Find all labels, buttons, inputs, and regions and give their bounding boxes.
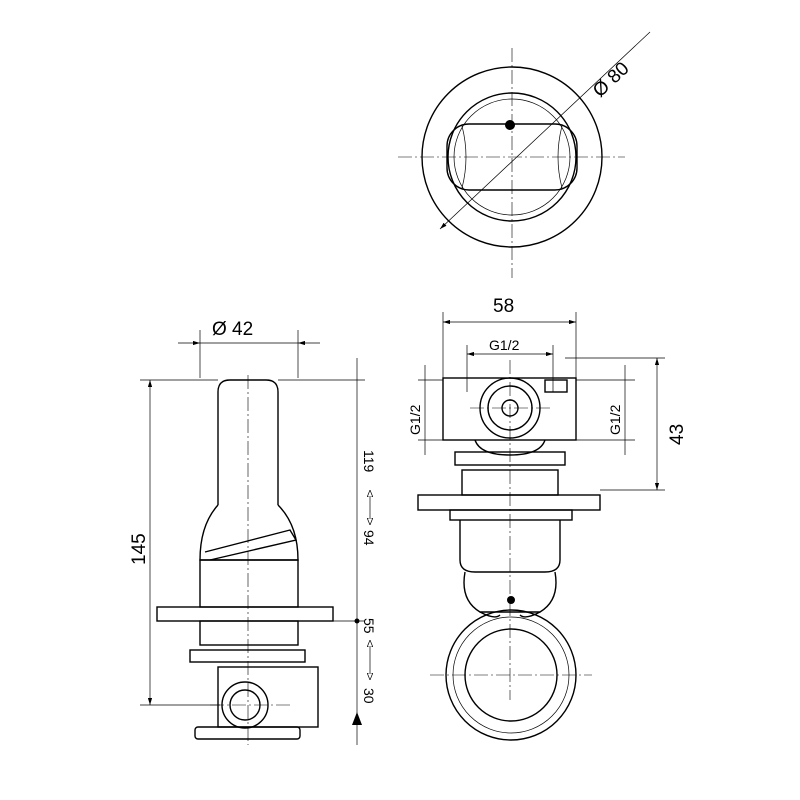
- dim-119: 119: [361, 450, 377, 473]
- dim-94: 94: [361, 530, 377, 546]
- dim-diameter-80: Ø 80: [589, 58, 633, 101]
- dim-height-145: 145: [129, 533, 150, 565]
- dim-diameter-42: Ø 42: [212, 319, 253, 340]
- front-view: 58 G1/2 G1/2 G1/2 43: [407, 296, 688, 741]
- dim-height-43: 43: [667, 424, 688, 445]
- dim-g-left: G1/2: [407, 404, 423, 435]
- dim-g-top: G1/2: [489, 337, 520, 353]
- dim-g-right: G1/2: [607, 404, 623, 435]
- dim-30: 30: [361, 688, 377, 704]
- top-view: Ø 80: [398, 31, 651, 278]
- dim-55: 55: [361, 618, 377, 634]
- dim-width-58: 58: [493, 296, 514, 317]
- side-view: Ø 42 145 119 94 55 30: [129, 319, 377, 745]
